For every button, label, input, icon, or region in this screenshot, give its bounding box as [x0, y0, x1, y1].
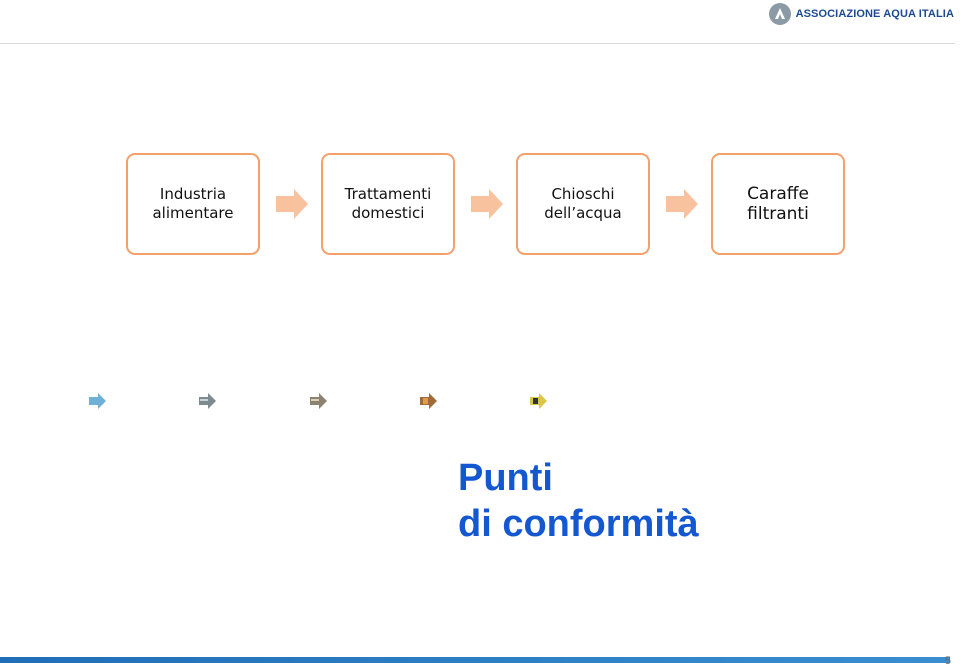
page-number: 5: [944, 655, 951, 667]
arrow-right-icon: [666, 189, 698, 219]
mini-arrow-icon: [199, 393, 216, 409]
step-chioschi-acqua: Chioschi dell’acqua: [516, 153, 650, 255]
aqua-italia-logo-icon: [768, 3, 791, 25]
slide-title: Punti di conformità: [458, 455, 699, 547]
mini-arrow-icon: [89, 393, 106, 409]
mini-arrow-icon: [530, 393, 547, 409]
step-trattamenti-domestici: Trattamenti domestici: [321, 153, 455, 255]
step-caraffe-filtranti: Caraffe filtranti: [711, 153, 845, 255]
arrow-right-icon: [276, 189, 308, 219]
mini-arrow-icon: [310, 393, 327, 409]
arrow-right-icon: [471, 189, 503, 219]
step-industria-alimentare: Industria alimentare: [126, 153, 260, 255]
header-divider: [0, 43, 955, 44]
footer-bar: [0, 657, 950, 663]
title-line-1: Punti: [458, 457, 553, 499]
mini-arrow-icon: [420, 393, 437, 409]
logo: ASSOCIAZIONE AQUA ITALIA: [768, 3, 954, 25]
brand-name: ASSOCIAZIONE AQUA ITALIA: [795, 8, 954, 20]
process-flow: Industria alimentare Trattamenti domesti…: [0, 153, 960, 258]
title-line-2: di conformità: [458, 503, 699, 545]
